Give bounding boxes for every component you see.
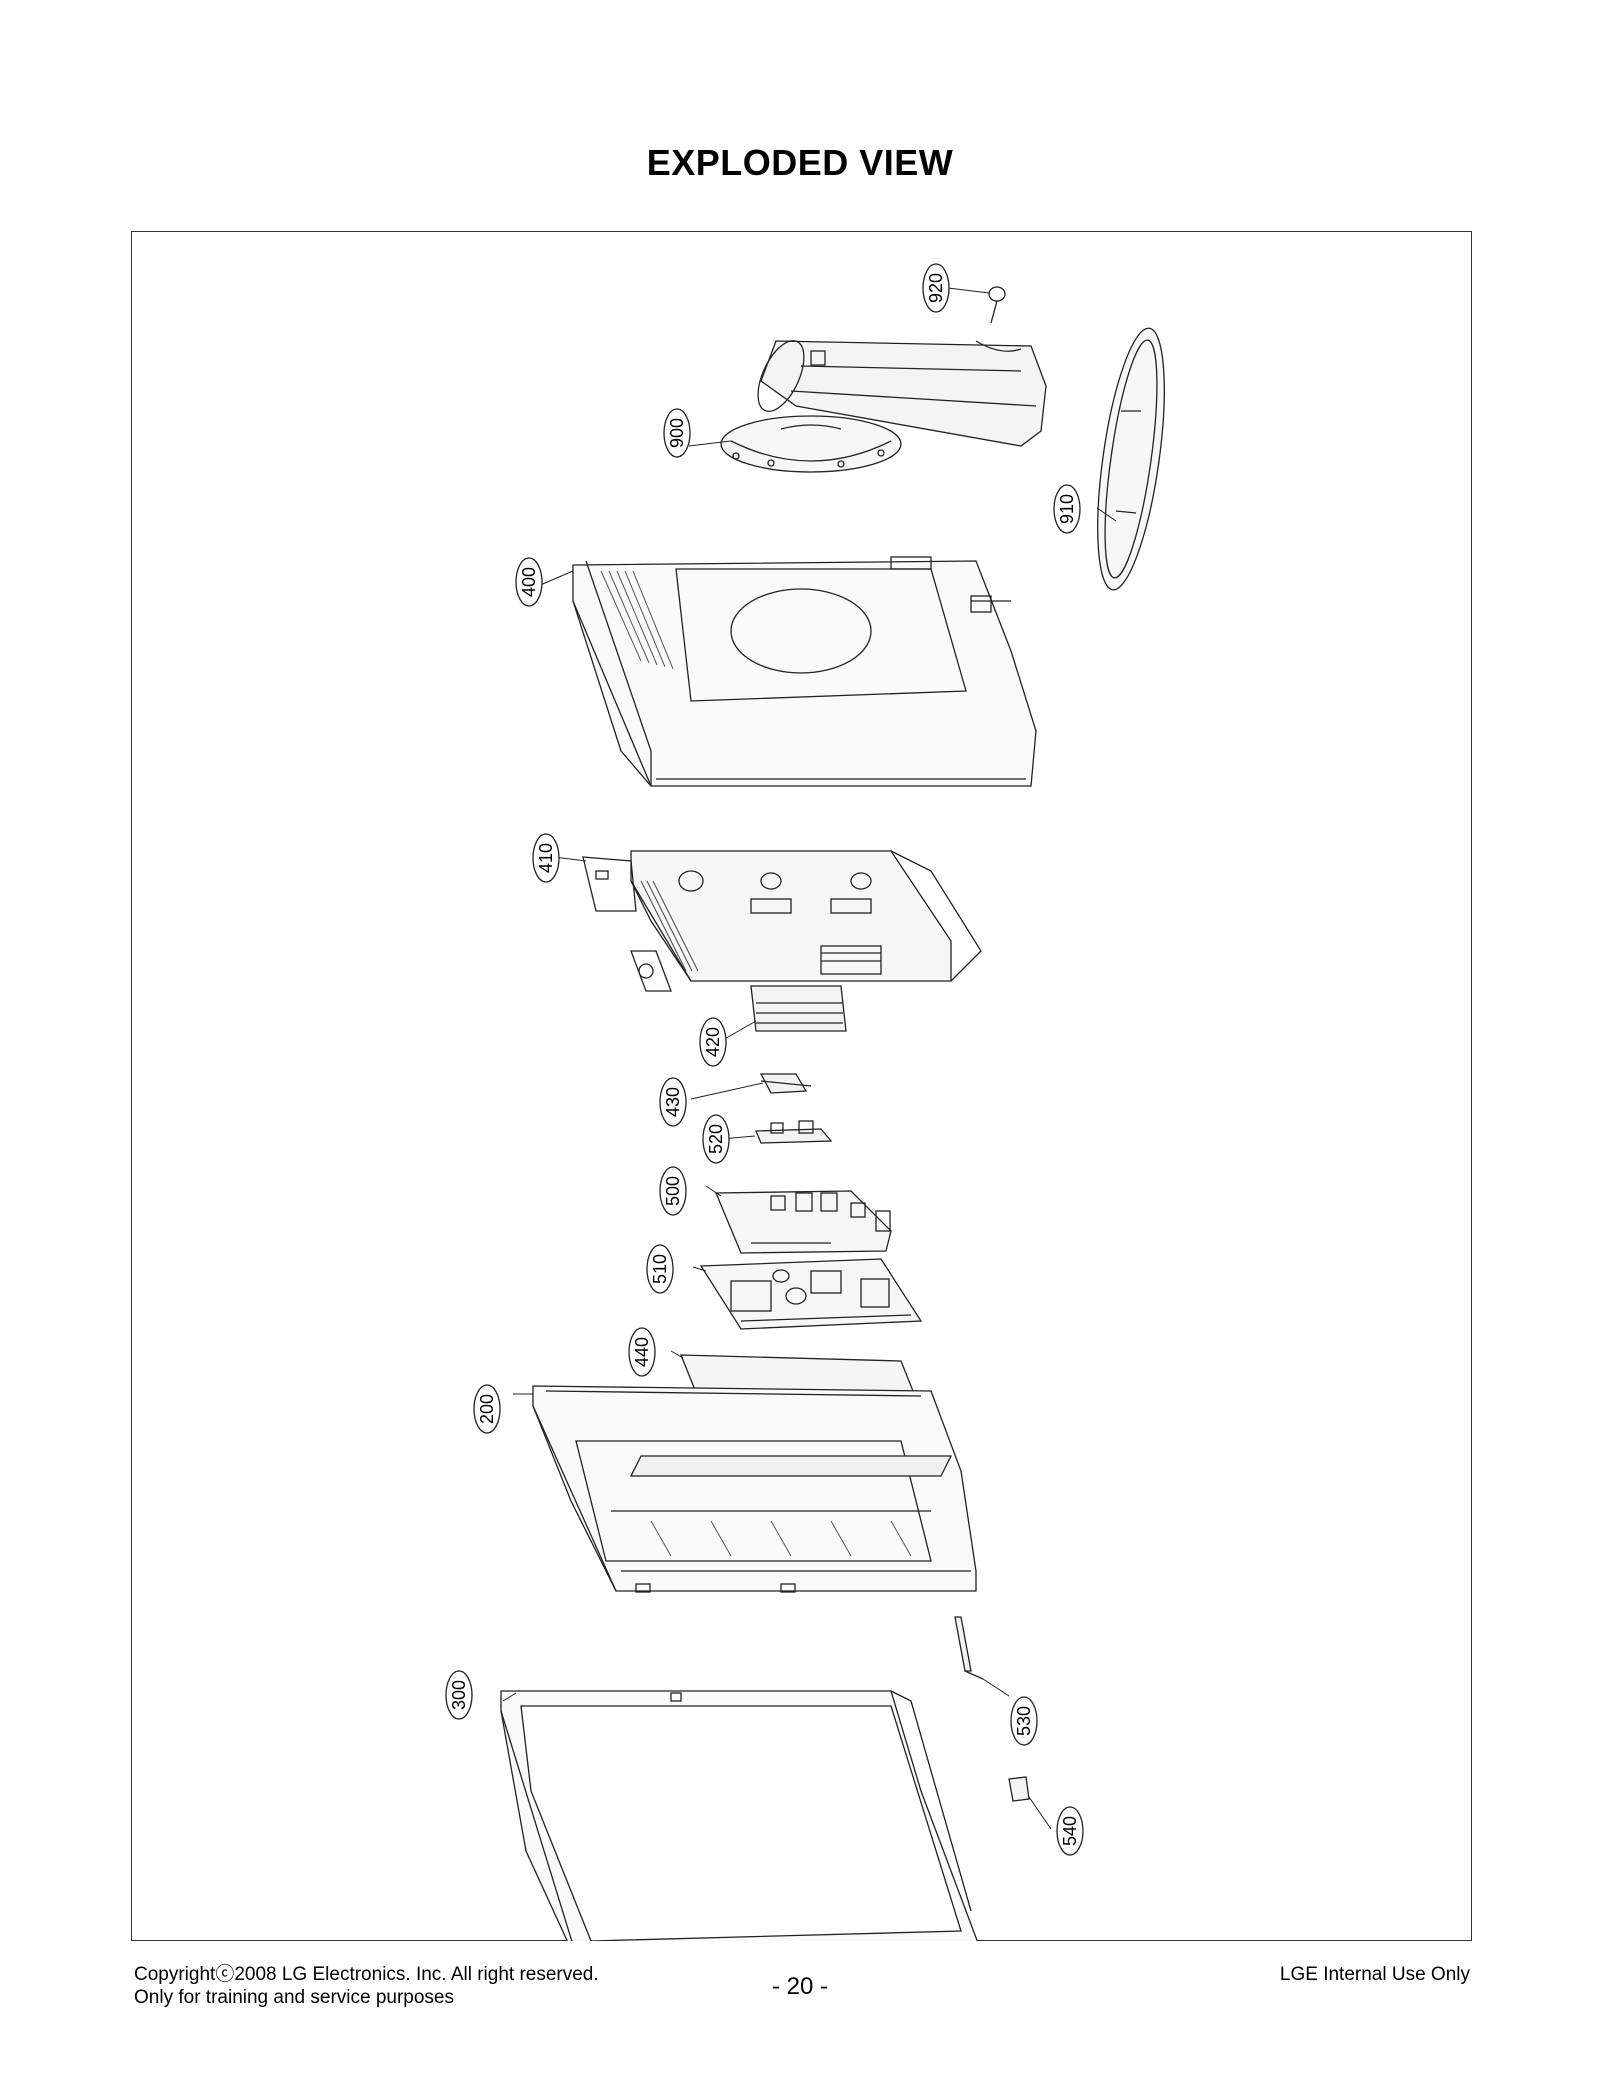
exploded-view-diagram: 920 900 910 400 410 420 430 520 500 510 … [445,263,1165,1941]
callout-410-label: 410 [536,843,556,873]
page-title: EXPLODED VIEW [646,142,954,183]
callout-900-label: 900 [667,418,687,448]
callout-500-label: 500 [663,1176,683,1206]
callout-200-label: 200 [477,1394,497,1424]
callout-510: 510 [646,1244,674,1294]
part-200-frame [532,1385,977,1593]
callout-400: 400 [515,557,543,607]
part-520-board [755,1120,833,1144]
part-900-stand [720,340,1047,473]
callout-420: 420 [699,1017,727,1067]
part-300-front-bezel [500,1690,978,1941]
page-number: - 20 - [771,1973,828,2000]
callout-410: 410 [532,833,560,883]
callout-920-label: 920 [926,273,946,303]
callout-900: 900 [663,408,691,458]
callout-530-label: 530 [1014,1706,1034,1736]
part-530-bracket [954,1616,984,1680]
part-400-back-cover [572,556,1037,787]
copyright-line-1: Copyrightⓒ2008 LG Electronics. Inc. All … [134,1964,599,1985]
leader-lines [502,287,1117,1830]
part-430-bracket [759,1073,812,1094]
callout-440: 440 [628,1327,656,1377]
callout-920: 920 [922,263,950,313]
callout-430-label: 430 [663,1087,683,1117]
part-910-base-plate [1097,327,1165,591]
callout-300-label: 300 [449,1680,469,1710]
copyright-line-2: Only for training and service purposes [134,1987,454,2008]
internal-use-note: LGE Internal Use Only [1279,1964,1470,1985]
callout-200: 200 [473,1384,501,1434]
callout-420-label: 420 [703,1027,723,1057]
part-510-power-board [699,1258,923,1330]
part-420-bracket [750,985,847,1032]
callout-520: 520 [702,1114,730,1164]
part-500-main-board [715,1190,892,1254]
callout-910-label: 910 [1057,494,1077,524]
callout-510-label: 510 [650,1254,670,1284]
callout-500: 500 [659,1166,687,1216]
callout-400-label: 400 [519,567,539,597]
callout-540: 540 [1056,1806,1084,1856]
callout-540-label: 540 [1060,1816,1080,1846]
callout-440-label: 440 [632,1337,652,1367]
callout-430: 430 [659,1077,687,1127]
callout-910: 910 [1053,484,1081,534]
callout-520-label: 520 [706,1124,726,1154]
callout-530: 530 [1010,1696,1038,1746]
part-920-screw [988,286,1006,324]
footer-copyright: Copyrightⓒ2008 LG Electronics. Inc. All … [134,1963,599,2009]
part-540-board [1008,1776,1030,1802]
part-410-shield [582,850,982,992]
callout-300: 300 [445,1670,473,1720]
